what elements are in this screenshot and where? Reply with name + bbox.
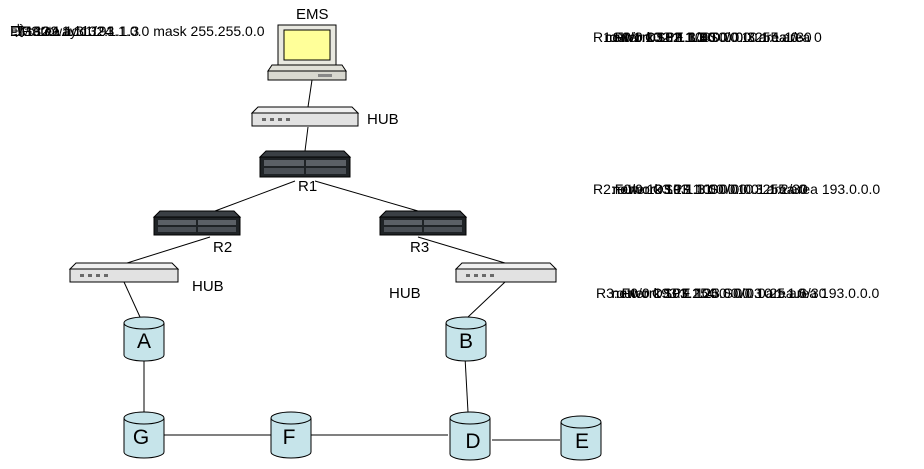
link-hub-a: [123, 281, 141, 318]
config-line: S0/1:10.1.1.3/30: [593, 29, 716, 45]
node-d: D: [449, 411, 491, 461]
ems-note-line: IP 132.1.1.1/24: [10, 23, 113, 39]
config-line: network 193.1.1.0 0.0.0.255 area 193.0.0…: [593, 181, 881, 197]
ems-note-line: 或:route add:193.1.0.0 mask 255.255.0.0: [10, 23, 265, 39]
link-r1-r2: [214, 180, 296, 212]
hub-left-icon: [68, 262, 180, 283]
node-a-label: A: [137, 330, 151, 353]
config-line: R2:F0/0 193.1.1.3 S0/010.1.1.2/30: [593, 181, 808, 197]
router-r3-icon: [378, 210, 468, 236]
node-e-label: E: [575, 430, 589, 453]
ems-note-line: 132.1.1.3: [10, 23, 84, 39]
config-line: router OSPF 100: [593, 181, 719, 197]
link-hub-b: [467, 281, 506, 318]
config-line: network 193.1.25.0 0.0.0.25 area 193.0.0…: [596, 285, 880, 301]
router-r1-label: R1: [298, 178, 318, 195]
config-line: network 10.1.1.4 0.0.0.3 area 0: [593, 29, 799, 45]
config-line: R3: F0/0 193.1.25.3 S0/0 10.1.1.6/30: [596, 285, 827, 301]
config-line: network 132.1.1.0 0.0.0.255 area 0: [593, 29, 822, 45]
hub-right-label: HUB: [389, 285, 421, 302]
link-hub-r1: [304, 126, 309, 152]
node-b: B: [445, 316, 487, 362]
router-r2-label: R2: [213, 239, 233, 256]
ems-label: EMS: [296, 6, 329, 23]
config-line: R1:F0/0 132.1.1.3 S0/0 10.1.1.1/30: [593, 29, 812, 45]
router-r3-label: R3: [410, 239, 430, 256]
connection-lines: [123, 79, 560, 441]
config-line: router OSPF 100: [596, 285, 718, 301]
node-f-label: F: [283, 426, 296, 449]
config-line: router OSPF 100: [593, 29, 711, 45]
hub-right-icon: [454, 262, 558, 283]
link-r3-hub: [417, 236, 506, 264]
ems-note-line: Gateway:132.1.1.3: [10, 23, 140, 39]
computer-icon: [267, 24, 347, 81]
node-e: E: [560, 415, 602, 461]
router-r1-icon: [258, 150, 352, 178]
hub-top-label: HUB: [367, 111, 399, 128]
link-r1-r3: [314, 180, 419, 212]
node-f: F: [270, 411, 312, 459]
router-r2-icon: [152, 210, 242, 236]
hub-left-label: HUB: [192, 278, 224, 295]
link-b-d: [464, 356, 469, 413]
hub-top-icon: [250, 106, 360, 127]
node-d-label: D: [465, 430, 480, 453]
link-r2-hub: [126, 236, 211, 264]
config-line: network 10.1.1.4 0.0.0.3 area 0: [596, 285, 806, 301]
node-b-label: B: [459, 330, 473, 353]
node-g: G: [123, 411, 165, 459]
link-ems-hub: [307, 79, 313, 108]
node-a: A: [123, 316, 165, 362]
ems-note-line: EMS:: [10, 23, 45, 39]
node-g-label: G: [133, 426, 149, 449]
config-line: network 10.1.1.0 0.0.0.3 area 0: [593, 181, 807, 197]
config-line: network 10.1.1.0 0.0.0.3 area 0: [593, 29, 799, 45]
